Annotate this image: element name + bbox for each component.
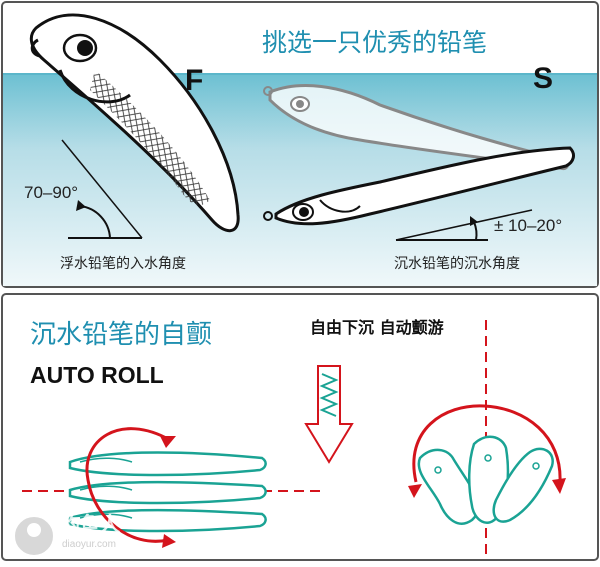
- sinking-angle-text: ± 10–20°: [494, 216, 563, 235]
- top-title: 挑选一只优秀的铅笔: [262, 28, 488, 57]
- bottom-panel: [1, 293, 599, 561]
- roll-arrow-left: [85, 427, 176, 548]
- floating-angle-text: 70–90°: [24, 183, 79, 202]
- motion-label: 自由下沉 自动颤游: [310, 318, 444, 337]
- rolling-lures-side: [68, 451, 267, 533]
- watermark-logo: [13, 515, 55, 557]
- sinking-pencil-ghost: [263, 84, 570, 170]
- floating-angle-marker: [61, 139, 143, 239]
- floating-pencil-lure: [29, 13, 240, 233]
- floating-label: F: [185, 64, 204, 97]
- bottom-title: 沉水铅笔的自颤: [30, 320, 213, 350]
- sinking-label: S: [533, 62, 554, 95]
- watermark-url: diaoyur.com: [62, 539, 116, 550]
- roll-arrow-right: [408, 404, 566, 498]
- top-panel: [1, 1, 599, 288]
- sinking-angle-marker: [395, 209, 533, 241]
- auto-roll-subtitle: AUTO ROLL: [30, 362, 164, 388]
- sinking-caption: 沉水铅笔的沉水角度: [394, 256, 520, 272]
- sink-down-arrow: [304, 365, 354, 464]
- rolling-lures-front: [417, 435, 554, 525]
- sinking-pencil-lure: [263, 146, 575, 226]
- floating-caption: 浮水铅笔的入水角度: [60, 256, 186, 272]
- watermark-text: 钓鱼人: [60, 512, 120, 536]
